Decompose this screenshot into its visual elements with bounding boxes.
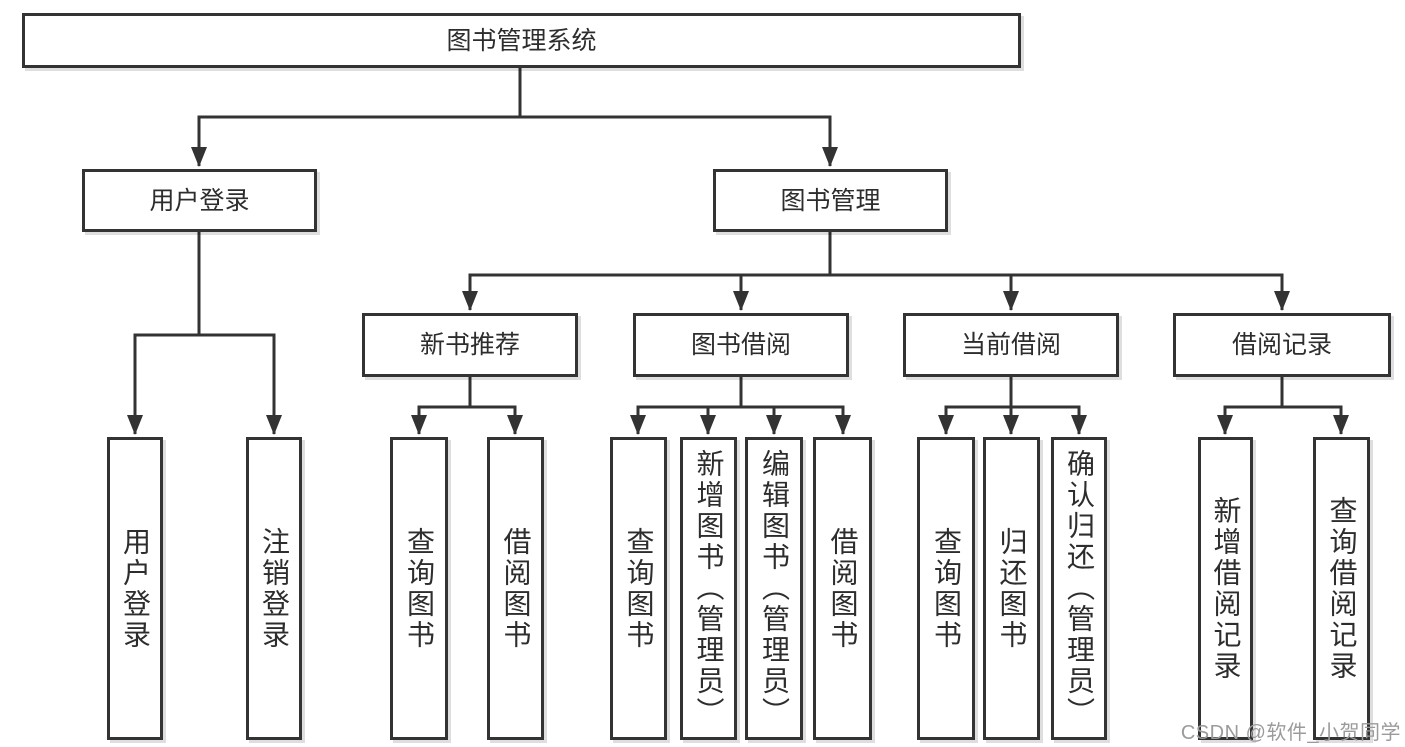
leaf-label: 归还图书 [996, 526, 1028, 651]
node-book-management: 图书管理 [713, 169, 948, 232]
leaf-label: 查询借阅记录 [1326, 495, 1358, 682]
leaf-borrow-add-books-admin: 新增图书（管理员） [680, 437, 737, 740]
node-book-borrowing: 图书借阅 [633, 313, 849, 377]
leaf-label: 确认归还（管理员） [1064, 449, 1095, 728]
node-label: 图书管理系统 [446, 26, 597, 55]
node-root-system: 图书管理系统 [22, 13, 1021, 68]
leaf-label: 查询图书 [623, 526, 655, 651]
leaf-logout: 注销登录 [246, 437, 302, 740]
leaf-label: 新增图书（管理员） [693, 449, 725, 728]
leaf-user-login: 用户登录 [107, 437, 163, 740]
leaf-label: 编辑图书（管理员） [759, 449, 790, 728]
leaf-label: 注销登录 [259, 526, 290, 651]
leaf-newbook-query-books: 查询图书 [390, 437, 448, 740]
leaf-label: 借阅图书 [827, 526, 859, 651]
node-label: 图书管理 [780, 186, 881, 215]
leaf-current-return-books: 归还图书 [983, 437, 1040, 740]
leaf-borrow-query-books: 查询图书 [610, 437, 667, 740]
node-label: 借阅记录 [1231, 331, 1332, 359]
watermark: CSDN @软件_小贺同学 [1180, 722, 1401, 744]
node-current-borrowing: 当前借阅 [903, 313, 1119, 377]
node-label: 新书推荐 [419, 331, 520, 359]
leaf-current-query-books: 查询图书 [917, 437, 975, 740]
leaf-label: 用户登录 [120, 526, 151, 651]
node-label: 当前借阅 [960, 331, 1061, 359]
leaf-label: 查询图书 [404, 526, 435, 651]
leaf-current-confirm-return-admin: 确认归还（管理员） [1051, 437, 1107, 740]
leaf-label: 查询图书 [931, 526, 962, 651]
leaf-borrow-borrow-books: 借阅图书 [813, 437, 872, 740]
node-user-login-branch: 用户登录 [82, 169, 317, 232]
leaf-borrow-edit-books-admin: 编辑图书（管理员） [745, 437, 803, 740]
leaf-label: 借阅图书 [500, 526, 532, 651]
node-label: 用户登录 [149, 186, 250, 215]
leaf-label: 新增借阅记录 [1210, 495, 1242, 682]
node-label: 图书借阅 [690, 331, 791, 359]
leaf-newbook-borrow-books: 借阅图书 [487, 437, 544, 740]
node-new-book-recommend: 新书推荐 [362, 313, 578, 377]
leaf-records-add-record: 新增借阅记录 [1198, 437, 1253, 740]
leaf-records-query-record: 查询借阅记录 [1313, 437, 1370, 740]
node-borrowing-records: 借阅记录 [1173, 313, 1391, 377]
